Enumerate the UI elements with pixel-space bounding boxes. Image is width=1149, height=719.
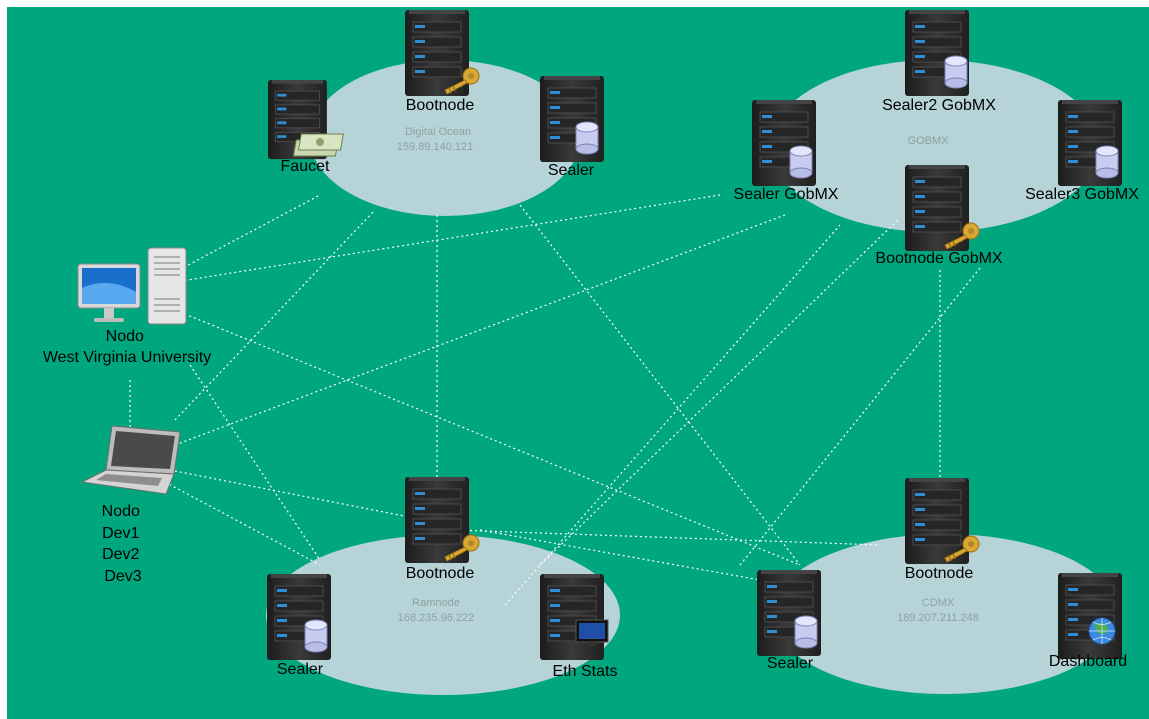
server-monitor-icon (539, 573, 609, 661)
client-label-line: Dev1 (102, 525, 139, 542)
link (189, 364, 321, 561)
cluster-name-gobmx: GOBMX (908, 135, 950, 147)
link (174, 214, 786, 446)
link (179, 311, 801, 566)
server-key-icon (904, 477, 980, 565)
node-label-ram-bootnode: Bootnode (406, 565, 475, 582)
node-label-do-sealer: Sealer (548, 162, 595, 179)
link (539, 217, 901, 566)
client-label-line: West Virginia University (43, 349, 211, 366)
server-key-icon (904, 164, 980, 252)
client-label-line: Nodo (106, 328, 144, 345)
cluster-ip-digital-ocean: 159.89.140.121 (397, 141, 473, 153)
cluster-ip-ramnode: 168.235.96.222 (398, 612, 474, 624)
link (174, 194, 721, 283)
node-label-gob-bootnode: Bootnode GobMX (875, 250, 1003, 267)
server-database-icon (756, 569, 822, 657)
client-label-wvu: Nodo West Virginia University (43, 328, 211, 366)
server-database-icon (904, 9, 970, 97)
server-database-icon (1057, 99, 1123, 187)
client-label-line: Dev3 (104, 568, 141, 585)
desktop-computer-icon (77, 247, 187, 325)
server-database-icon (751, 99, 817, 187)
cluster-digital-ocean (310, 60, 580, 216)
cluster-gobmx (770, 60, 1100, 232)
client-label-line: Dev2 (102, 546, 139, 563)
cluster-name-cdmx: CDMX (922, 597, 955, 609)
cluster-cdmx (772, 534, 1118, 694)
link (519, 204, 801, 566)
cluster-name-ramnode: Ramnode (412, 597, 460, 609)
server-globe-icon (1057, 572, 1123, 660)
link (454, 529, 881, 546)
cluster-name-digital-ocean: Digital Ocean (405, 126, 471, 138)
node-label-gob-sealer3: Sealer3 GobMX (1025, 186, 1139, 203)
link (739, 267, 981, 566)
node-label-gob-sealer: Sealer GobMX (734, 186, 839, 203)
node-label-cdmx-bootnode: Bootnode (905, 565, 974, 582)
laptop-icon (80, 425, 181, 495)
server-database-icon (266, 573, 332, 661)
link (174, 209, 376, 421)
node-label-cdmx-sealer: Sealer (767, 655, 814, 672)
node-label-gob-sealer2: Sealer2 GobMX (882, 97, 996, 114)
node-label-ram-ethstats: Eth Stats (553, 663, 618, 680)
node-label-cdmx-dashboard: Dashboard (1049, 653, 1127, 670)
cluster-ip-cdmx: 189.207.211.248 (897, 612, 979, 624)
client-label-dev: Nodo Dev1 Dev2 Dev3 (102, 503, 145, 585)
link (174, 194, 321, 273)
link (164, 481, 321, 566)
node-label-do-faucet: Faucet (281, 158, 330, 175)
client-label-line: Nodo (102, 503, 140, 520)
server-database-icon (539, 75, 605, 163)
server-key-icon (404, 9, 480, 97)
node-label-ram-sealer: Sealer (277, 661, 324, 678)
server-key-icon (404, 476, 480, 564)
node-label-do-bootnode: Bootnode (406, 97, 475, 114)
server-money-icon (267, 79, 344, 160)
